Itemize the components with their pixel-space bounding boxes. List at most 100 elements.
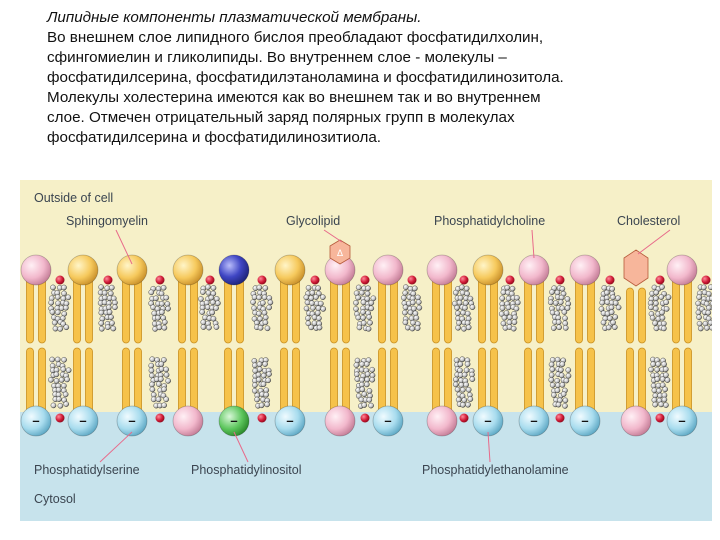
- cholesterol-atom: [457, 361, 464, 367]
- cholesterol-atom: [161, 357, 167, 363]
- phospholipid-tail: [490, 347, 498, 414]
- cholesterol-atom: [163, 372, 170, 378]
- cholesterol-head: [155, 275, 165, 285]
- cholesterol-atom: [607, 315, 613, 322]
- cholesterol-atom: [510, 325, 517, 332]
- cholesterol-atom: [562, 403, 568, 409]
- cholesterol-atom: [514, 299, 521, 306]
- phospholipid-tail: [390, 277, 398, 344]
- phospholipid-tail: [444, 277, 452, 344]
- cholesterol-atom: [463, 285, 470, 292]
- cholesterol-atom: [98, 320, 105, 326]
- cholesterol-atom: [198, 296, 204, 302]
- cholesterol-atom: [615, 304, 622, 311]
- cholesterol-atom: [564, 305, 571, 311]
- cholesterol-atom: [303, 294, 310, 301]
- cholesterol-head: [360, 275, 370, 285]
- phospholipid-tail: [672, 347, 680, 414]
- phospholipid-tail: [280, 347, 288, 414]
- cholesterol-atom: [665, 294, 672, 301]
- cholesterol-atom: [315, 285, 321, 291]
- phosphatidylserine-head: [569, 405, 601, 437]
- cholesterol-atom: [368, 305, 375, 312]
- cholesterol-atom: [463, 381, 469, 388]
- cholesterol-atom: [63, 304, 69, 311]
- cholesterol-atom: [252, 388, 258, 394]
- cholesterol-head: [360, 413, 370, 423]
- cholesterol-head: [505, 275, 515, 285]
- cholesterol-atom: [659, 309, 665, 316]
- negative-charge-sign: –: [484, 413, 491, 428]
- cholesterol-atom: [256, 310, 262, 317]
- cholesterol-atom: [148, 362, 155, 369]
- cholesterol-atom: [57, 402, 64, 409]
- cholesterol-atom: [260, 300, 266, 306]
- negative-charge-sign: –: [128, 413, 135, 428]
- cholesterol-atom: [469, 304, 476, 310]
- cholesterol-atom: [696, 294, 702, 300]
- cholesterol-atom: [651, 387, 658, 394]
- cholesterol-atom: [355, 294, 361, 301]
- cholesterol-head: [655, 413, 665, 423]
- cholesterol-atom: [161, 386, 167, 393]
- label-sphingomyelin: Sphingomyelin: [66, 214, 148, 228]
- cholesterol-atom: [256, 294, 262, 301]
- cholesterol-atom: [555, 319, 562, 325]
- cholesterol-atom: [58, 377, 65, 383]
- cholesterol-atom: [511, 319, 518, 325]
- cholesterol-atom: [106, 309, 113, 315]
- cholesterol-atom: [407, 309, 414, 316]
- cholesterol-atom: [48, 299, 55, 306]
- cholesterol-atom: [600, 319, 607, 326]
- cholesterol-atom: [559, 285, 566, 292]
- cholesterol-atom: [561, 309, 568, 315]
- phospholipid-tail: [524, 347, 532, 414]
- cholesterol-atom: [412, 310, 419, 317]
- negative-charge-sign: –: [32, 413, 39, 428]
- cholesterol-atom: [413, 315, 420, 321]
- cholesterol-atom: [709, 295, 712, 302]
- cholesterol-atom: [506, 314, 513, 321]
- cholesterol-atom: [701, 284, 707, 291]
- cholesterol-atom: [360, 309, 366, 315]
- cholesterol-atom: [353, 371, 360, 378]
- cholesterol-atom: [663, 306, 670, 312]
- cholesterol-atom: [149, 356, 156, 362]
- cholesterol-head: [605, 275, 615, 285]
- cholesterol-atom: [564, 296, 571, 302]
- cholesterol-atom: [704, 325, 710, 331]
- phospholipid-tail: [292, 277, 300, 344]
- caption-line: фосфатидилсерина, фосфатидилэтаноламина …: [47, 69, 564, 86]
- cholesterol-atom: [359, 377, 365, 383]
- cholesterol-atom: [210, 299, 216, 306]
- cholesterol-atom: [215, 300, 221, 306]
- cholesterol-atom: [465, 324, 472, 331]
- cholesterol-atom: [55, 386, 62, 393]
- cholesterol-atom: [359, 381, 365, 388]
- cholesterol-atom: [54, 294, 61, 300]
- cholesterol-atom: [605, 324, 612, 331]
- cholesterol-atom: [65, 294, 72, 301]
- cholesterol-atom: [509, 285, 516, 292]
- cholesterol-atom: [654, 376, 661, 382]
- cholesterol-atom: [663, 402, 669, 408]
- cholesterol-atom: [213, 324, 220, 330]
- cholesterol-atom: [150, 396, 157, 403]
- cholesterol-atom: [267, 299, 274, 306]
- cholesterol-atom: [109, 284, 115, 291]
- cholesterol-atom: [355, 314, 362, 321]
- leader-line: [487, 431, 491, 463]
- cholesterol-atom: [364, 290, 371, 297]
- cholesterol-atom: [653, 300, 659, 307]
- cholesterol-atom: [461, 371, 468, 378]
- cholesterol-atom: [359, 361, 365, 368]
- cholesterol-atom: [467, 295, 474, 302]
- cholesterol-atom: [599, 299, 606, 306]
- cholesterol-atom: [316, 324, 323, 331]
- cholesterol-atom: [652, 320, 658, 326]
- phosphatidylcholine-head: [324, 405, 356, 437]
- cholesterol-atom: [368, 300, 375, 306]
- cholesterol-atom: [261, 309, 268, 316]
- phospholipid-tail: [178, 277, 186, 344]
- phosphatidylcholine-head: [426, 405, 458, 437]
